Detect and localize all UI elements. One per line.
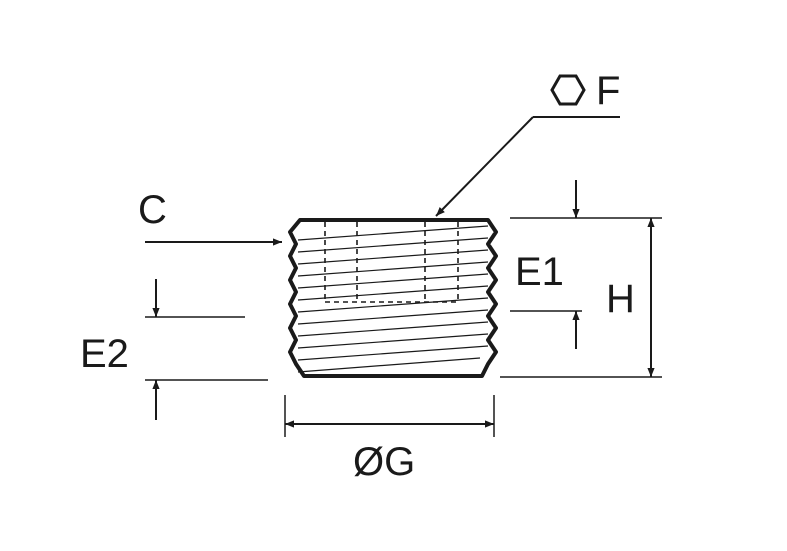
label-g: ØG xyxy=(353,440,415,484)
f-leader xyxy=(435,116,620,217)
e1-dimension xyxy=(510,180,582,349)
label-h: H xyxy=(606,277,635,321)
threaded-plug xyxy=(288,218,498,378)
e2-dimension xyxy=(145,279,268,420)
hexagon-icon xyxy=(550,74,586,106)
g-dimension xyxy=(284,395,495,437)
label-e1: E1 xyxy=(515,250,564,294)
hex-socket-hidden-lines xyxy=(324,222,459,303)
label-e2: E2 xyxy=(80,332,129,376)
label-f: F xyxy=(596,69,620,113)
h-dimension xyxy=(500,217,662,378)
label-c: C xyxy=(138,188,167,232)
thread-lines xyxy=(297,225,489,373)
